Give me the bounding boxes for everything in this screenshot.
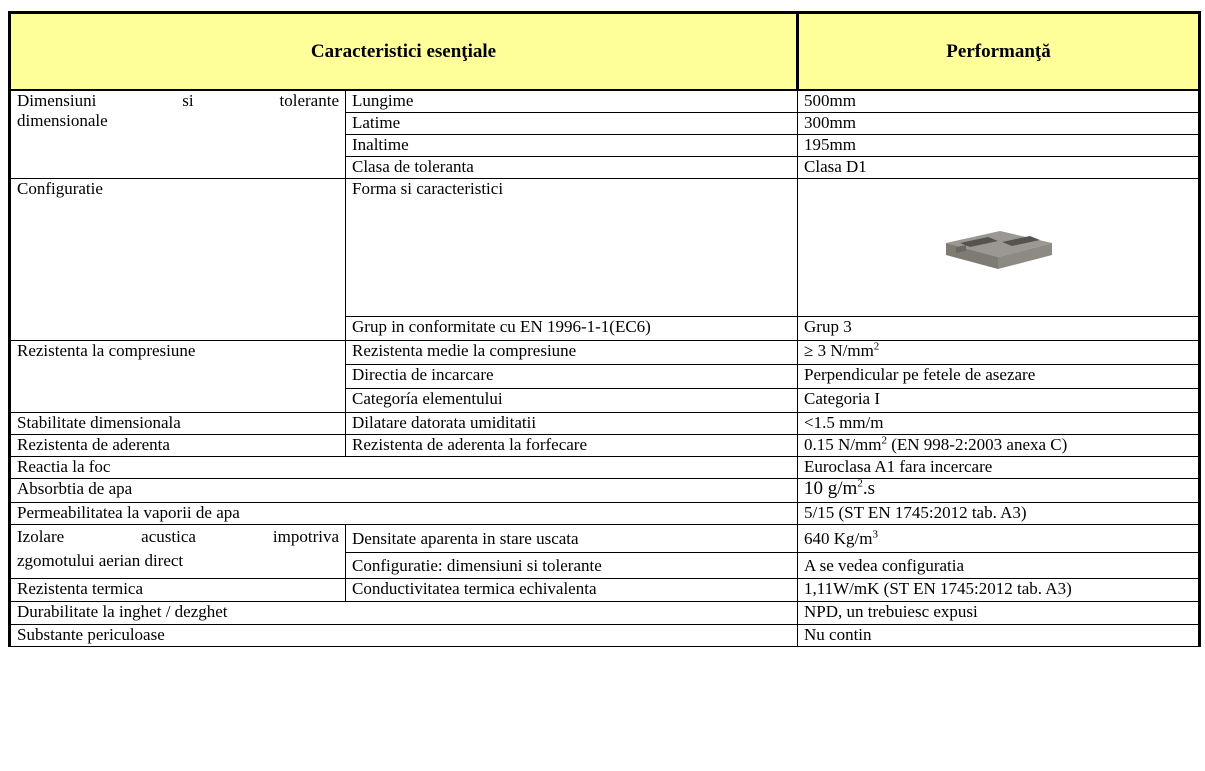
product-image-cell xyxy=(797,178,1202,317)
label-element-category: Categoría elementului xyxy=(344,388,799,413)
label-water-absorption: Absorbtia de apa xyxy=(7,478,799,503)
label-freeze-thaw: Durabilitate la inghet / dezghet xyxy=(7,601,799,625)
hollow-concrete-block-image xyxy=(946,231,1053,269)
value-fire-reaction: Euroclasa A1 fara incercare xyxy=(797,456,1202,479)
value-water-absorption: 10 g/m2.s xyxy=(797,478,1202,503)
group-compression: Rezistenta la compresiune xyxy=(8,340,346,413)
label-mean-compression: Rezistenta medie la compresiune xyxy=(344,340,799,365)
label-shape: Forma si caracteristici xyxy=(344,178,799,317)
label-group-ec6: Grup in conformitate cu EN 1996-1-1(EC6) xyxy=(344,316,799,341)
label-vapor-permeability: Permeabilitatea la vaporii de apa xyxy=(7,502,799,525)
group-dimensions-line1: Dimensiuni si tolerante xyxy=(17,91,339,110)
label-moisture-expansion: Dilatare datorata umiditatii xyxy=(344,412,799,435)
label-tolerance-class: Clasa de toleranta xyxy=(344,156,799,179)
group-acoustic: Izolare acustica impotriva zgomotului ae… xyxy=(8,524,346,579)
label-shear-adhesion: Rezistenta de aderenta la forfecare xyxy=(344,434,799,457)
value-element-category: Categoria I xyxy=(797,388,1202,413)
value-length: 500mm xyxy=(797,89,1202,113)
label-dangerous-substances: Substante periculoase xyxy=(7,624,799,647)
value-moisture-expansion: <1.5 mm/m xyxy=(797,412,1202,435)
label-load-direction: Directia de incarcare xyxy=(344,364,799,389)
value-dangerous-substances: Nu contin xyxy=(797,624,1202,647)
group-adhesion: Rezistenta de aderenta xyxy=(8,434,346,457)
label-height: Inaltime xyxy=(344,134,799,157)
group-thermal: Rezistenta termica xyxy=(8,578,346,602)
performance-table: Caracteristici esenţiale Performanţă Dim… xyxy=(7,11,1202,647)
label-dry-density: Densitate aparenta in stare uscata xyxy=(344,524,799,553)
value-dry-density: 640 Kg/m3 xyxy=(797,524,1202,553)
value-tolerance-class: Clasa D1 xyxy=(797,156,1202,179)
value-shear-adhesion: 0.15 N/mm2 (EN 998-2:2003 anexa C) xyxy=(797,434,1202,457)
value-freeze-thaw: NPD, un trebuiesc expusi xyxy=(797,601,1202,625)
value-width: 300mm xyxy=(797,112,1202,135)
group-stability: Stabilitate dimensionala xyxy=(8,412,346,435)
header-performance: Performanţă xyxy=(796,11,1202,91)
group-acoustic-line2: zgomotului aerian direct xyxy=(17,551,184,570)
group-dimensions: Dimensiuni si tolerante dimensionale xyxy=(8,89,346,179)
group-dimensions-line2: dimensionale xyxy=(17,111,108,130)
label-length: Lungime xyxy=(344,89,799,113)
group-configuration: Configuratie xyxy=(8,178,346,341)
value-vapor-permeability: 5/15 (ST EN 1745:2012 tab. A3) xyxy=(797,502,1202,525)
value-height: 195mm xyxy=(797,134,1202,157)
label-fire-reaction: Reactia la foc xyxy=(7,456,799,479)
label-width: Latime xyxy=(344,112,799,135)
header-characteristics: Caracteristici esenţiale xyxy=(7,11,800,91)
value-thermal-conductivity: 1,11W/mK (ST EN 1745:2012 tab. A3) xyxy=(797,578,1202,602)
value-load-direction: Perpendicular pe fetele de asezare xyxy=(797,364,1202,389)
label-config-dimensions: Configuratie: dimensiuni si tolerante xyxy=(344,552,799,579)
label-thermal-conductivity: Conductivitatea termica echivalenta xyxy=(344,578,799,602)
value-config-dimensions: A se vedea configuratia xyxy=(797,552,1202,579)
value-mean-compression: ≥ 3 N/mm2 xyxy=(797,340,1202,365)
value-group: Grup 3 xyxy=(797,316,1202,341)
group-acoustic-line1: Izolare acustica impotriva xyxy=(17,527,340,546)
